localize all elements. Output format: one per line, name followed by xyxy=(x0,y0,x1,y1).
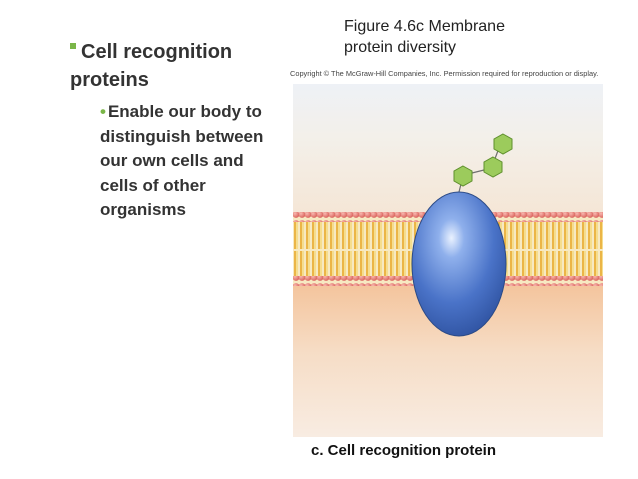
membrane-illustration xyxy=(293,84,603,437)
bullet-marker xyxy=(70,43,76,49)
sugar-unit-3 xyxy=(493,133,513,155)
carbohydrate-chain xyxy=(453,133,513,193)
sugar-unit-2 xyxy=(483,156,503,178)
copyright-notice: Copyright © The McGraw-Hill Companies, I… xyxy=(290,69,599,78)
figure-title-line1: Figure 4.6c Membrane xyxy=(344,18,505,35)
slide-subpoint: •Enable our body to distinguish between … xyxy=(100,100,285,223)
figure-caption: c. Cell recognition protein xyxy=(311,442,497,459)
membrane-figure xyxy=(293,84,603,437)
extracellular-space xyxy=(293,84,603,214)
sub-bullet-marker: • xyxy=(100,102,106,121)
sugar-unit-1 xyxy=(453,165,473,187)
heading-text: Cell recognition proteins xyxy=(70,41,233,91)
subpoint-text: Enable our body to distinguish between o… xyxy=(100,102,264,219)
figure-title: Figure 4.6c Membrane protein diversity xyxy=(344,16,584,58)
slide-heading: Cell recognition proteins xyxy=(70,38,285,94)
figure-title-line2: protein diversity xyxy=(344,39,457,56)
recognition-protein xyxy=(411,191,507,337)
